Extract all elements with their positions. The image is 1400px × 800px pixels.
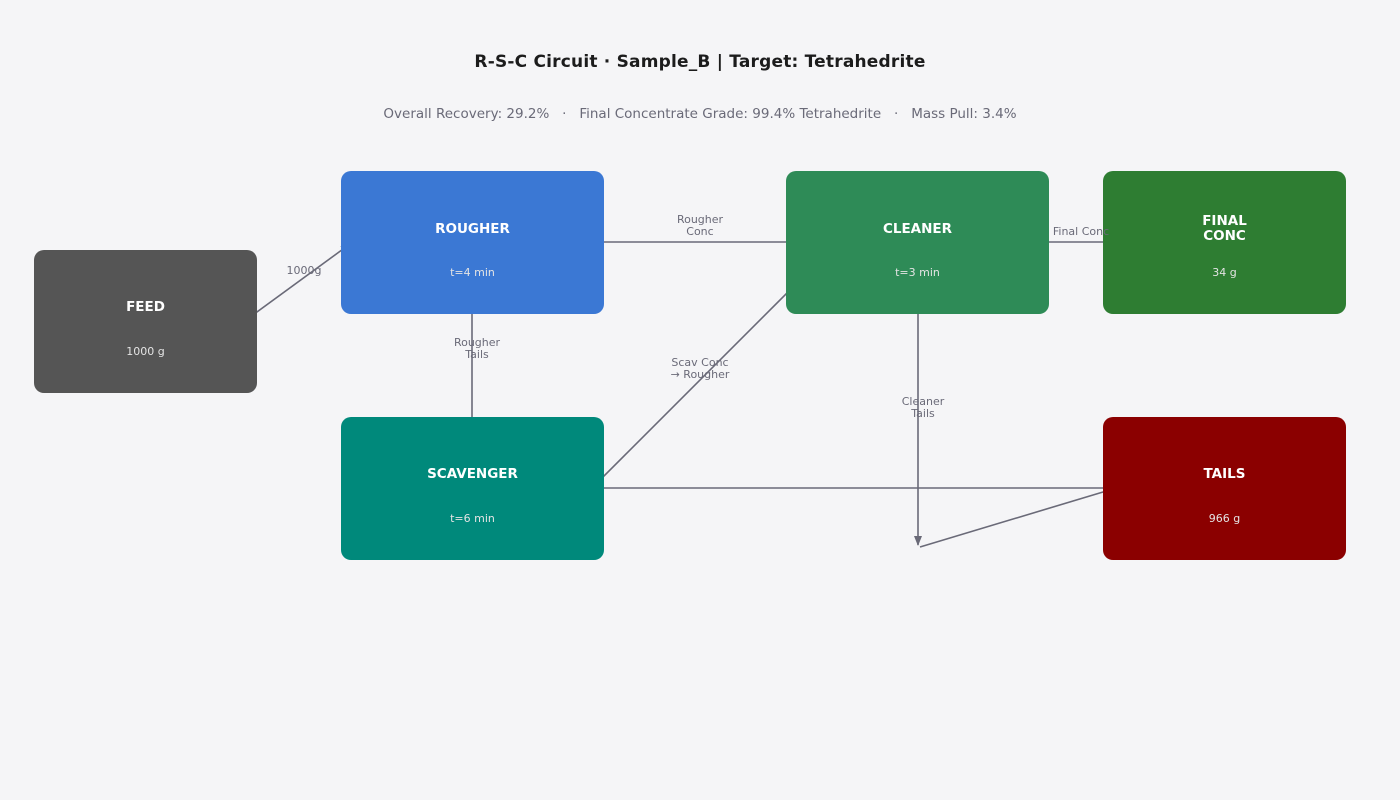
node-rougher-time: t=4 min [450, 266, 495, 279]
flow-label-rougher-conc: Rougher Conc [676, 213, 724, 238]
node-rougher: ROUGHER t=4 min [341, 171, 604, 314]
node-scavenger: SCAVENGER t=6 min [341, 417, 604, 560]
node-rougher-name: ROUGHER [435, 221, 510, 237]
flow-label-final-conc: Final Conc [1052, 225, 1110, 238]
flow-label-cleaner-tails: Cleaner Tails [901, 395, 945, 420]
node-tails: TAILS 966 g [1103, 417, 1346, 560]
node-scavenger-name: SCAVENGER [427, 466, 518, 482]
node-scavenger-time: t=6 min [450, 512, 495, 525]
node-tails-name: TAILS [1203, 466, 1246, 482]
node-final-conc-name: FINAL CONC [1202, 213, 1247, 244]
node-final-conc: FINAL CONC 34 g [1103, 171, 1346, 314]
node-feed-mass: 1000 g [126, 345, 165, 358]
node-cleaner-name: CLEANER [882, 221, 953, 237]
arrow-cleaner-tails-to-tails [919, 487, 1114, 548]
node-feed-name: FEED [126, 299, 165, 315]
node-cleaner: CLEANER t=3 min [786, 171, 1049, 314]
flow-label-rougher-tails: Rougher Tails [453, 336, 501, 361]
arrow-scavenger-to-cleaner [591, 283, 797, 489]
node-feed: FEED 1000 g [34, 250, 257, 393]
arrow-feed-to-rougher [245, 243, 351, 321]
node-tails-mass: 966 g [1208, 512, 1241, 525]
flow-label-feed: 1000g [286, 264, 322, 277]
node-final-conc-mass: 34 g [1212, 266, 1237, 279]
diagram-title: R-S-C Circuit · Sample_B | Target: Tetra… [474, 52, 926, 72]
diagram-subtitle: Overall Recovery: 29.2% · Final Concentr… [383, 106, 1017, 122]
node-cleaner-time: t=3 min [895, 266, 940, 279]
flow-label-scav-conc: Scav Conc → Rougher [670, 356, 730, 381]
